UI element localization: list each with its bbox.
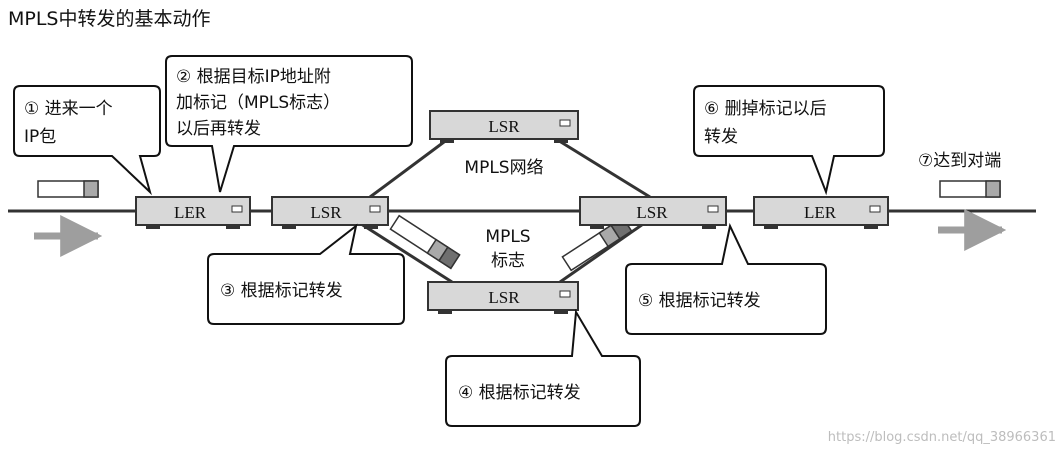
lsr-bottom-label: LSR — [488, 288, 520, 307]
callout-step4: ④ 根据标记转发 — [445, 308, 641, 427]
callout-step6: ⑥ 删掉标记以后 转发 — [693, 85, 885, 196]
step6-line1: ⑥ 删掉标记以后 — [704, 99, 827, 119]
step1-line1: ① 进来一个 — [24, 99, 113, 119]
device-ler-left: LER — [135, 196, 251, 229]
callout-step3: ③ 根据标记转发 — [207, 223, 405, 325]
device-lsr-top: LSR — [429, 110, 579, 143]
callout-step1: ① 进来一个 IP包 — [13, 85, 161, 196]
watermark: https://blog.csdn.net/qq_38966361 — [827, 430, 1056, 445]
lsr-top-label: LSR — [488, 117, 520, 136]
lsr-right-label: LSR — [636, 203, 668, 222]
mpls-network-label: MPLS网络 — [464, 158, 543, 178]
step1-line2: IP包 — [24, 127, 56, 147]
link-lsr-left-top — [369, 137, 449, 199]
link-lsr-top-right — [555, 137, 651, 199]
step2-line3: 以后再转发 — [176, 119, 261, 139]
callout-step5: ⑤ 根据标记转发 — [625, 222, 827, 335]
device-ler-right: LER — [753, 196, 889, 229]
device-lsr-right: LSR — [579, 196, 727, 229]
step2-line1: ② 根据目标IP地址附 — [176, 67, 331, 87]
step6-line2: 转发 — [704, 127, 738, 147]
diagram-title: MPLS中转发的基本动作 — [8, 8, 211, 30]
callout-step2: ② 根据目标IP地址附 加标记（MPLS标志） 以后再转发 — [165, 55, 413, 193]
step3-line1: ③ 根据标记转发 — [220, 281, 343, 301]
step2-line2: 加标记（MPLS标志） — [176, 93, 340, 113]
ler-left-label: LER — [174, 203, 207, 222]
ler-right-label: LER — [804, 203, 837, 222]
ip-packet-in — [37, 180, 99, 198]
mpls-tag-label-line1: MPLS — [485, 227, 530, 247]
labeled-packet-left — [389, 214, 461, 270]
step5-line1: ⑤ 根据标记转发 — [638, 291, 761, 311]
lsr-left-label: LSR — [310, 203, 342, 222]
step4-line1: ④ 根据标记转发 — [458, 383, 581, 403]
device-lsr-left: LSR — [271, 196, 389, 229]
mpls-tag-label-line2: 标志 — [491, 251, 525, 271]
link-lsr-bottom-right — [559, 220, 647, 284]
step7-label: ⑦达到对端 — [918, 151, 1001, 171]
device-lsr-bottom: LSR — [427, 281, 579, 314]
link-lsr-left-bottom — [357, 220, 453, 284]
ip-packet-out — [939, 180, 1001, 198]
